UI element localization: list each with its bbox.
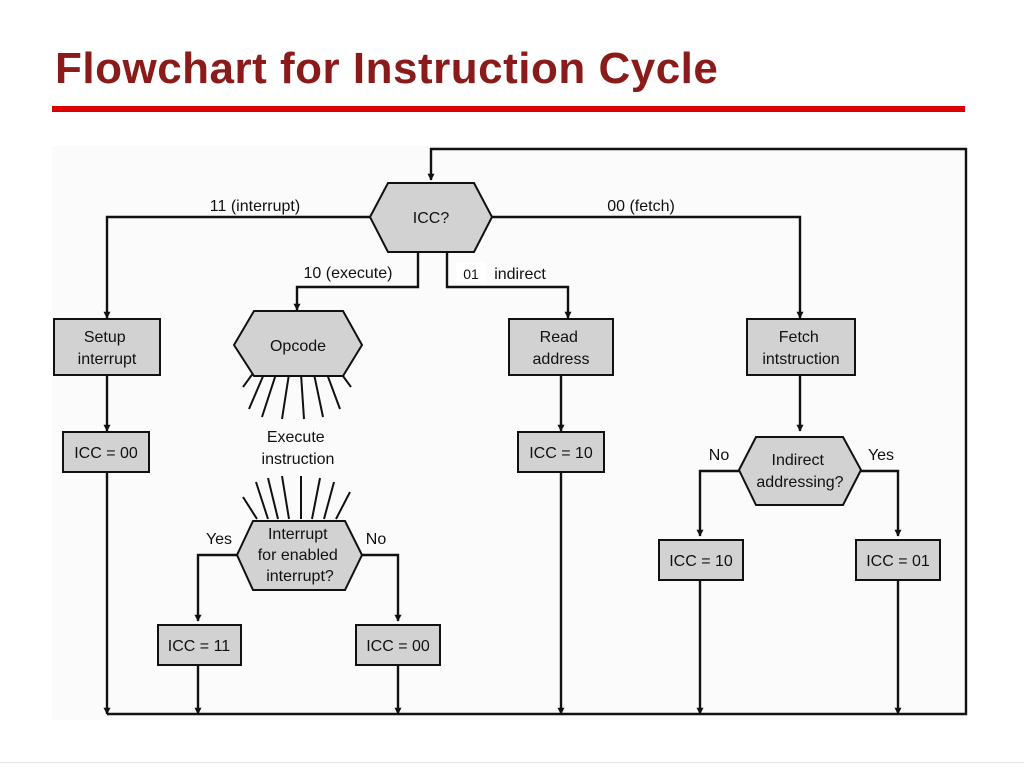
interrupt-label-line-3: interrupt? — [266, 568, 334, 585]
icc-decision-node: ICC? — [368, 182, 494, 253]
setup-label-line-2: interrupt — [78, 351, 137, 368]
setup-interrupt-node: Setup interrupt — [53, 318, 161, 376]
icc10-read-label: ICC = 10 — [529, 445, 593, 462]
fetch-label-line-1: Fetch — [779, 329, 819, 346]
fetch-label-line-2: intstruction — [762, 351, 839, 368]
execute-instruction-label: Execute instruction — [262, 429, 335, 468]
label-execute: 10 (execute) — [304, 265, 393, 282]
read-label-line-2: address — [533, 351, 590, 368]
footer-divider — [0, 762, 1024, 763]
indirect-label-line-1: Indirect — [772, 452, 825, 469]
edge-indirect-yes — [860, 469, 902, 537]
edge-indirect — [445, 252, 572, 319]
icc00-left-label: ICC = 00 — [74, 445, 138, 462]
opcode-node: Opcode — [232, 310, 364, 377]
icc00-left-node: ICC = 00 — [62, 431, 150, 473]
edge-indirect-no — [696, 469, 741, 537]
slide-title: Flowchart for Instruction Cycle — [55, 44, 719, 93]
icc00-mid-label: ICC = 00 — [366, 638, 430, 655]
interrupt-enabled-label: Interrupt for enabled interrupt? — [258, 526, 343, 585]
icc11-node: ICC = 11 — [157, 624, 242, 666]
title-underline — [52, 106, 965, 112]
execute-label-line-1: Execute — [267, 429, 325, 446]
interrupt-enabled-decision-node: Interrupt for enabled interrupt? — [235, 520, 364, 591]
edge-interrupt-yes — [194, 553, 238, 622]
label-yes-left: Yes — [206, 531, 232, 548]
edge-interrupt — [103, 215, 370, 319]
indirect-addressing-label: Indirect addressing? — [756, 452, 843, 491]
edge-execute — [293, 252, 420, 311]
label-interrupt: 11 (interrupt) — [210, 198, 300, 215]
icc10-right-node: ICC = 10 — [658, 539, 744, 581]
opcode-label: Opcode — [270, 338, 326, 355]
fetch-instruction-label: Fetch intstruction — [762, 329, 839, 368]
label-no-right: No — [709, 447, 730, 464]
label-no-left: No — [366, 531, 387, 548]
indirect-addressing-decision-node: Indirect addressing? — [737, 436, 863, 506]
indirect-number-box — [456, 262, 486, 284]
read-address-node: Read address — [508, 318, 614, 376]
fetch-instruction-node: Fetch intstruction — [746, 318, 856, 376]
icc10-right-label: ICC = 10 — [669, 553, 733, 570]
icc-decision-label: ICC? — [413, 210, 450, 227]
read-label-line-1: Read — [540, 329, 578, 346]
loop-return-line — [107, 147, 968, 716]
label-fetch: 00 (fetch) — [607, 198, 675, 215]
label-yes-right: Yes — [868, 447, 894, 464]
icc10-read-node: ICC = 10 — [517, 431, 605, 473]
icc01-label: ICC = 01 — [866, 553, 930, 570]
edge-interrupt-no — [362, 553, 402, 622]
edge-labels: 11 (interrupt) 00 (fetch) 10 (execute) 0… — [206, 198, 894, 548]
icc00-mid-node: ICC = 00 — [355, 624, 441, 666]
interrupt-label-line-1: Interrupt — [268, 526, 328, 543]
indirect-label-line-2: addressing? — [756, 474, 843, 491]
label-indirect-number: 01 — [463, 266, 479, 282]
setup-interrupt-label: Setup interrupt — [78, 329, 137, 368]
execution-rays — [242, 371, 352, 520]
icc01-node: ICC = 01 — [855, 539, 941, 581]
icc11-label: ICC = 11 — [168, 638, 231, 655]
edge-fetch — [492, 215, 804, 319]
connectors — [103, 147, 968, 716]
interrupt-label-line-2: for enabled — [258, 547, 338, 564]
execute-label-line-2: instruction — [262, 451, 335, 468]
label-indirect: indirect — [494, 266, 546, 283]
setup-label-line-1: Setup — [84, 329, 126, 346]
read-address-label: Read address — [533, 329, 590, 368]
